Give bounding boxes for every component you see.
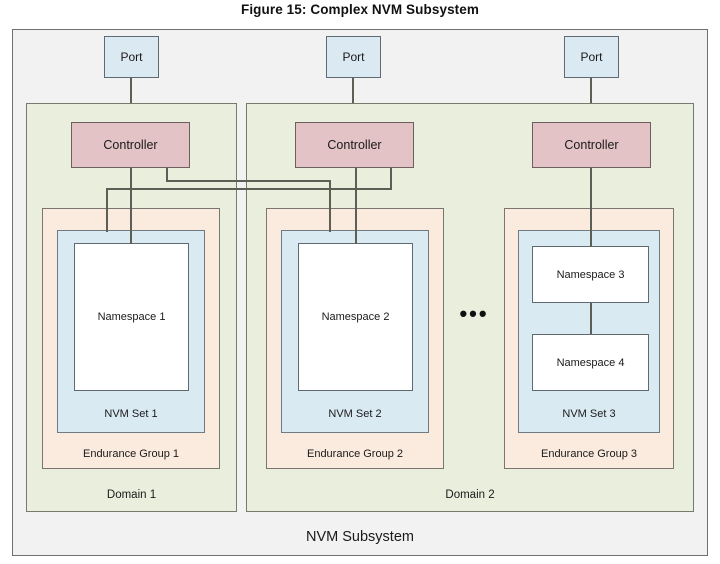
port-2-label: Port (342, 50, 365, 64)
endurance-group-1-label: Endurance Group 1 (82, 448, 179, 460)
namespace-1-box: Namespace 1 (74, 243, 189, 391)
namespace-4-label: Namespace 4 (556, 356, 625, 369)
controller-2-label: Controller (327, 138, 382, 152)
link-port2-controller2 (352, 78, 354, 122)
port-3-box[interactable]: Port (564, 36, 619, 78)
controller-2-box[interactable]: Controller (295, 122, 414, 168)
nvm-subsystem-label: NVM Subsystem (306, 529, 414, 545)
domain-1-label: Domain 1 (106, 489, 157, 501)
namespace-3-box: Namespace 3 (532, 246, 649, 303)
endurance-group-2-label: Endurance Group 2 (306, 448, 403, 460)
nvm-set-3-label: NVM Set 3 (562, 408, 616, 420)
controller-3-label: Controller (564, 138, 619, 152)
link-controller2-cross-drop (390, 168, 392, 190)
link-controller1-cross-into-set2 (329, 180, 331, 232)
namespace-3-label: Namespace 3 (556, 268, 625, 281)
controller-1-box[interactable]: Controller (71, 122, 190, 168)
namespace-1-label: Namespace 1 (97, 311, 166, 323)
link-namespace3-namespace4 (590, 303, 592, 334)
port-1-box[interactable]: Port (104, 36, 159, 78)
ellipsis-more-groups: ••• (459, 301, 489, 326)
figure-title: Figure 15: Complex NVM Subsystem (240, 2, 479, 17)
port-2-box[interactable]: Port (326, 36, 381, 78)
link-controller2-cross-into-set1 (106, 188, 108, 232)
nvm-set-2-label: NVM Set 2 (328, 408, 382, 420)
link-port1-controller1 (130, 78, 132, 122)
link-controller2-namespace2 (355, 168, 357, 244)
namespace-2-box: Namespace 2 (298, 243, 413, 391)
controller-3-box[interactable]: Controller (532, 122, 651, 168)
nvm-set-1-label: NVM Set 1 (104, 408, 158, 420)
port-3-label: Port (580, 50, 603, 64)
link-controller3-namespace3 (590, 168, 592, 247)
link-controller1-cross-run (166, 180, 331, 182)
link-controller2-cross-run (106, 188, 392, 190)
domain-2-label: Domain 2 (445, 489, 495, 501)
link-port3-controller3 (590, 78, 592, 122)
port-1-label: Port (120, 50, 143, 64)
namespace-2-label: Namespace 2 (321, 311, 390, 323)
link-controller1-namespace1 (130, 168, 132, 244)
namespace-4-box: Namespace 4 (532, 334, 649, 391)
endurance-group-3-label: Endurance Group 3 (540, 448, 637, 460)
link-controller1-cross-drop (166, 168, 168, 182)
controller-1-label: Controller (103, 138, 158, 152)
